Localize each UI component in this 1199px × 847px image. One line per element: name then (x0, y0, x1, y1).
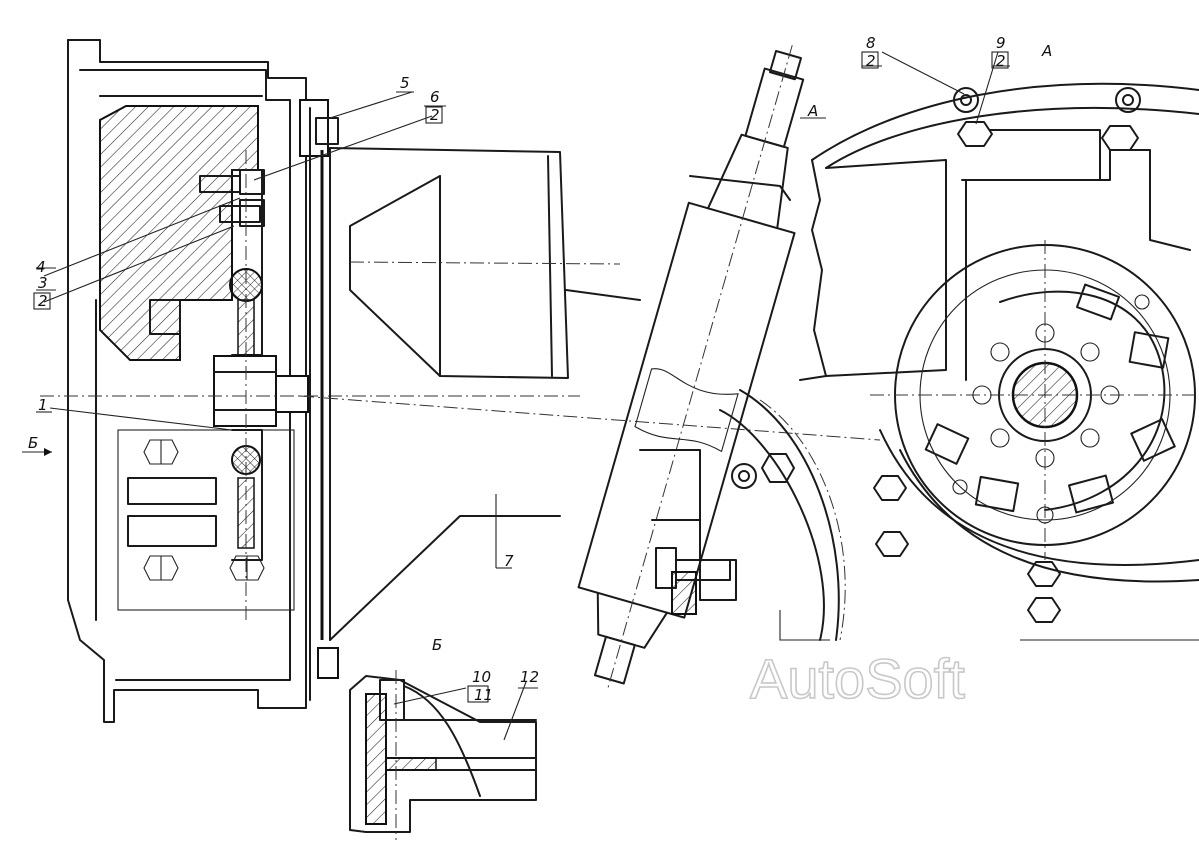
callout-8-den: 2 (866, 52, 876, 70)
bolt-holes (952, 294, 1150, 524)
callout-3-den: 2 (38, 292, 48, 310)
callout-12: 12 (520, 668, 539, 686)
callout-7: 7 (504, 552, 514, 570)
view-a-arrow-label: А (807, 102, 818, 120)
damper-windows (924, 283, 1176, 514)
callout-9-den: 2 (996, 52, 1006, 70)
callout-3-num: 3 (38, 274, 48, 292)
callout-10-num: 10 (472, 668, 491, 686)
callout-4: 4 (36, 258, 46, 276)
callout-9-num: 9 (996, 34, 1006, 52)
clutch-hub (213, 355, 277, 427)
bellhousing-cone (299, 147, 881, 641)
callout-8-num: 8 (866, 34, 876, 52)
mounting-bracket (639, 449, 737, 615)
callout-6-num: 6 (430, 88, 440, 106)
perimeter-bolts (731, 87, 1141, 623)
callout-10-den: 11 (474, 686, 493, 704)
leader-lines (22, 51, 1010, 741)
view-a-flange (719, 82, 1199, 641)
tilted-shaft-assembly (577, 45, 805, 690)
view-b-arrow-label: Б (28, 434, 38, 452)
view-b-main-label: Б (432, 636, 442, 654)
flywheel-housing-section (40, 39, 580, 723)
callout-labels: 1 4 3 2 5 6 2 7 8 2 9 2 10 11 12 А А Б Б (28, 34, 1052, 704)
callout-1: 1 (38, 396, 48, 414)
callout-5: 5 (400, 74, 410, 92)
view-a-main-label: А (1041, 42, 1052, 60)
detail-view-b (349, 670, 537, 840)
watermark: AutoSoft (750, 647, 965, 710)
callout-6-den: 2 (430, 106, 440, 124)
